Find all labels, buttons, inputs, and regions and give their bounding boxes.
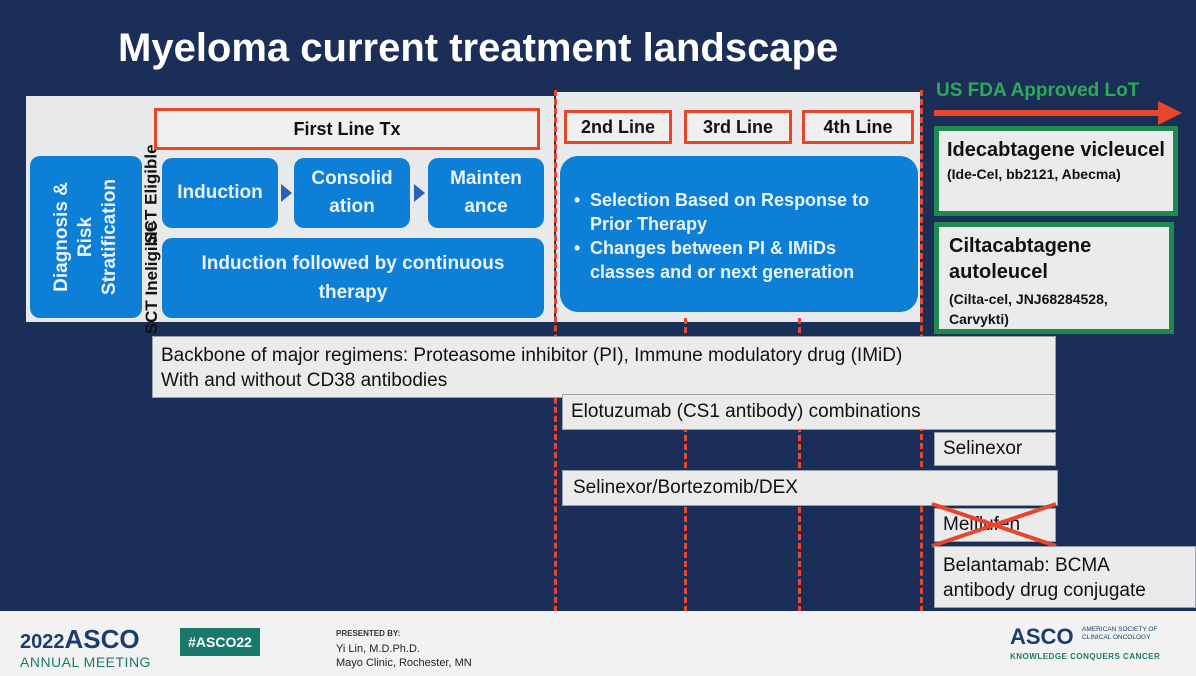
society-name: AMERICAN SOCIETY OF CLINICAL ONCOLOGY [1082,626,1157,642]
withdrawn-cross-icon [931,502,1057,548]
selinexor-combo-box: Selinexor/Bortezomib/DEX [562,470,1058,506]
bullet-item: • Selection Based on Response to Prior T… [574,188,904,236]
asco-meeting-logo: 2022ASCO ANNUAL MEETING [20,624,151,669]
line2-header: 2nd Line [564,110,672,144]
later-lines-box: • Selection Based on Response to Prior T… [560,156,918,312]
fda-approved-label: US FDA Approved LoT [936,80,1140,101]
bullet-icon: • [574,238,581,258]
asco-wordmark-right: ASCO [1010,624,1074,649]
presented-by-label: PRESENTED BY: [336,629,401,638]
elotuzumab-box: Elotuzumab (CS1 antibody) combinations [562,394,1056,430]
ide-sub: (Ide-Cel, bb2121, Abecma) [947,166,1121,182]
page-title: Myeloma current treatment landscape [118,26,839,70]
arrow-right-icon [414,184,425,202]
line4-header: 4th Line [802,110,914,144]
presenter-affiliation: Mayo Clinic, Rochester, MN [336,657,472,669]
arrow-right-icon [281,184,292,202]
line-divider [798,318,801,612]
arrow-right-icon [1158,101,1182,125]
backbone-regimens-box: Backbone of major regimens: Proteasome i… [152,336,1056,398]
fda-arrow-shaft [934,110,1160,116]
belantamab-line1: Belantamab: BCMA [943,555,1110,576]
bullet-item: • Changes between PI & IMiDs classes and… [574,236,904,284]
consolidation-box: Consolid ation [294,158,410,228]
annual-meeting-label: ANNUAL MEETING [20,654,151,670]
tagline: KNOWLEDGE CONQUERS CANCER [1010,652,1161,661]
belantamab-line2: antibody drug conjugate [943,580,1146,601]
diagnosis-label: Diagnosis & Risk Stratification [51,178,120,296]
maintenance-box: Mainten ance [428,158,544,228]
idecabtagene-box: Idecabtagene vicleucel (Ide-Cel, bb2121,… [934,126,1178,216]
ciltacabtagene-box: Ciltacabtagene autoleucel (Cilta-cel, JN… [934,222,1174,334]
society-line1: AMERICAN SOCIETY OF [1082,626,1158,633]
line3-header: 3rd Line [684,110,792,144]
induction-box: Induction [162,158,278,228]
cilta-sub: (Cilta-cel, JNJ68284528, Carvykti) [949,291,1108,327]
society-line2: CLINICAL ONCOLOGY [1082,634,1151,641]
hashtag-badge: #ASCO22 [180,628,260,656]
diagnosis-box: Diagnosis & Risk Stratification [30,156,142,318]
asco-society-logo: ASCO AMERICAN SOCIETY OF CLINICAL ONCOLO… [1010,624,1160,661]
bullet-icon: • [574,190,581,210]
melflufen-label: Melflufen [943,514,1021,535]
bullet-text: Changes between PI & IMiDs classes and o… [590,238,855,282]
presenter-name: Yi Lin, M.D.Ph.D. [336,643,420,655]
line-divider [684,318,687,612]
continuous-therapy-box: Induction followed by continuous therapy [162,238,544,318]
backbone-line1: Backbone of major regimens: Proteasome i… [161,345,903,366]
meeting-year: 2022 [20,631,65,653]
ide-name: Idecabtagene vicleucel [947,139,1165,161]
cilta-name: Ciltacabtagene autoleucel [949,235,1092,283]
asco-wordmark: ASCO [64,624,140,654]
belantamab-box: Belantamab: BCMA antibody drug conjugate [934,546,1196,608]
backbone-line2: With and without CD38 antibodies [161,370,448,391]
sct-ineligible-label: SCT Ineligible [142,221,161,335]
selinexor-box: Selinexor [934,432,1056,466]
bullet-text: Selection Based on Response to Prior The… [590,190,870,234]
first-line-header: First Line Tx [154,108,540,150]
